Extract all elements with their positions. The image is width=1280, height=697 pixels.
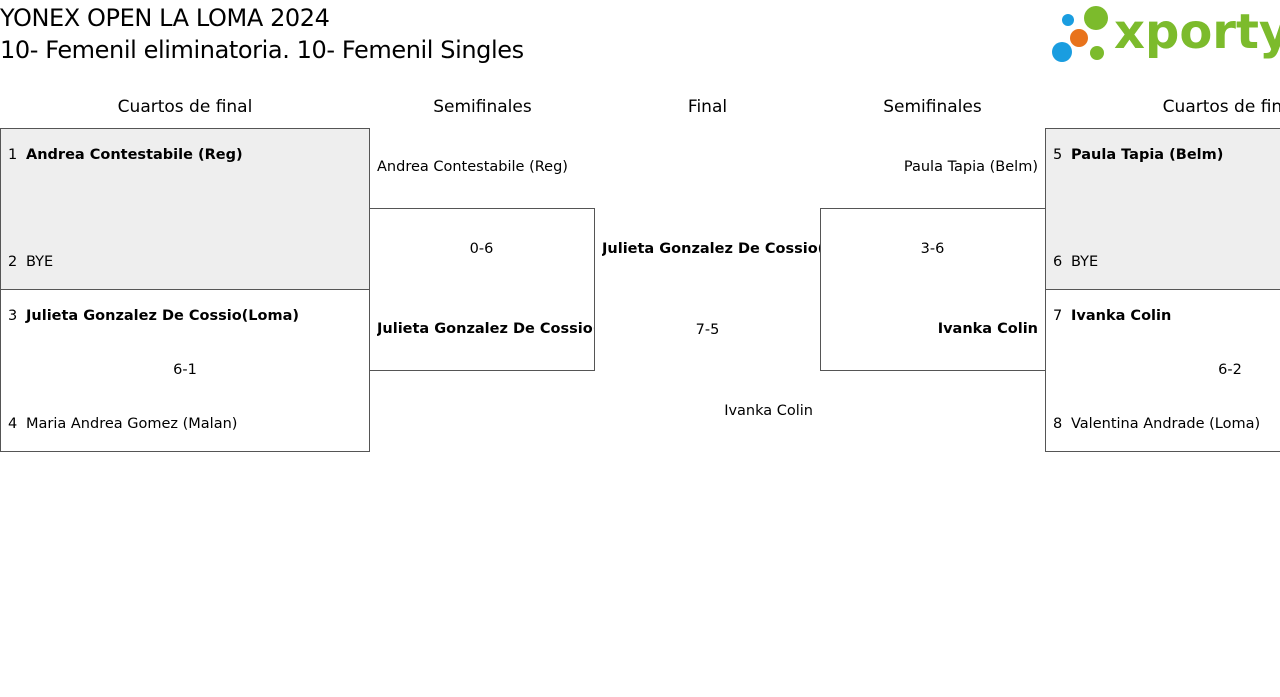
right-qf-m1-player1[interactable]: 5 Paula Tapia (Belm) xyxy=(1053,145,1223,165)
logo-wordmark: xporty xyxy=(1114,4,1280,60)
right-sf-match xyxy=(820,208,1046,371)
round-header-left-qf: Cuartos de final xyxy=(117,97,253,117)
left-sf-score: 0-6 xyxy=(469,241,494,257)
seed-number: 2 xyxy=(8,254,18,270)
player-name: BYE xyxy=(26,254,54,270)
player-name: Ivanka Colin xyxy=(1071,308,1172,324)
left-qf-m2-score: 6-1 xyxy=(173,362,197,378)
seed-number: 5 xyxy=(1053,147,1063,163)
player-name: Andrea Contestabile (Reg) xyxy=(26,147,243,163)
right-qf-m2-player1[interactable]: 7 Ivanka Colin xyxy=(1053,306,1171,326)
seed-number: 3 xyxy=(8,308,18,324)
left-qf-m2-player2[interactable]: 4 Maria Andrea Gomez (Malan) xyxy=(8,414,237,434)
logo-dot-blue xyxy=(1052,42,1072,62)
final-player2[interactable]: Ivanka Colin xyxy=(724,403,813,419)
right-sf-player1[interactable]: Paula Tapia (Belm) xyxy=(903,159,1038,175)
player-name: Julieta Gonzalez De Cossio(Loma) xyxy=(26,308,300,324)
right-sf-score: 3-6 xyxy=(920,241,945,257)
left-qf-m2-player1[interactable]: 3 Julieta Gonzalez De Cossio(Loma) xyxy=(8,306,299,326)
round-header-final: Final xyxy=(687,97,728,117)
seed-number: 7 xyxy=(1053,308,1063,324)
right-qf-m2-player2[interactable]: 8 Valentina Andrade (Loma) xyxy=(1053,414,1260,434)
round-header-left-sf: Semifinales xyxy=(433,97,532,117)
left-qf-m1-player2[interactable]: 2 BYE xyxy=(8,252,53,272)
left-sf-player1[interactable]: Andrea Contestabile (Reg) xyxy=(377,159,568,175)
left-qf-match-1 xyxy=(0,128,370,290)
player-name: Valentina Andrade (Loma) xyxy=(1071,416,1261,432)
logo-dot-green-small xyxy=(1084,6,1108,30)
round-header-right-sf: Semifinales xyxy=(883,97,982,117)
left-sf-match xyxy=(369,208,595,371)
right-qf-m1-player2[interactable]: 6 BYE xyxy=(1053,252,1098,272)
final-score: 7-5 xyxy=(695,322,720,338)
right-qf-match-2 xyxy=(1045,289,1280,452)
logo-dot-green xyxy=(1090,46,1104,60)
seed-number: 6 xyxy=(1053,254,1063,270)
seed-number: 8 xyxy=(1053,416,1063,432)
left-qf-m1-player1[interactable]: 1 Andrea Contestabile (Reg) xyxy=(8,145,243,165)
seed-number: 1 xyxy=(8,147,18,163)
player-name: Paula Tapia (Belm) xyxy=(1071,147,1224,163)
left-sf-player2[interactable]: Julieta Gonzalez De Cossio(Loma) xyxy=(377,321,594,337)
seed-number: 4 xyxy=(8,416,18,432)
xporty-logo: xporty xyxy=(1050,4,1280,68)
right-qf-m2-score: 6-2 xyxy=(1218,362,1242,378)
round-header-right-qf: Cuartos de final xyxy=(1162,97,1280,117)
player-name: Maria Andrea Gomez (Malan) xyxy=(26,416,238,432)
tournament-title: YONEX OPEN LA LOMA 2024 xyxy=(0,4,330,32)
category-title: 10- Femenil eliminatoria. 10- Femenil Si… xyxy=(0,36,524,64)
player-name: BYE xyxy=(1071,254,1099,270)
right-sf-player2[interactable]: Ivanka Colin xyxy=(937,321,1038,337)
logo-dot-orange xyxy=(1070,29,1088,47)
right-qf-match-1 xyxy=(1045,128,1280,290)
logo-dot-blue-small xyxy=(1062,14,1074,26)
final-player1[interactable]: Julieta Gonzalez De Cossio(Loma) xyxy=(602,241,820,257)
